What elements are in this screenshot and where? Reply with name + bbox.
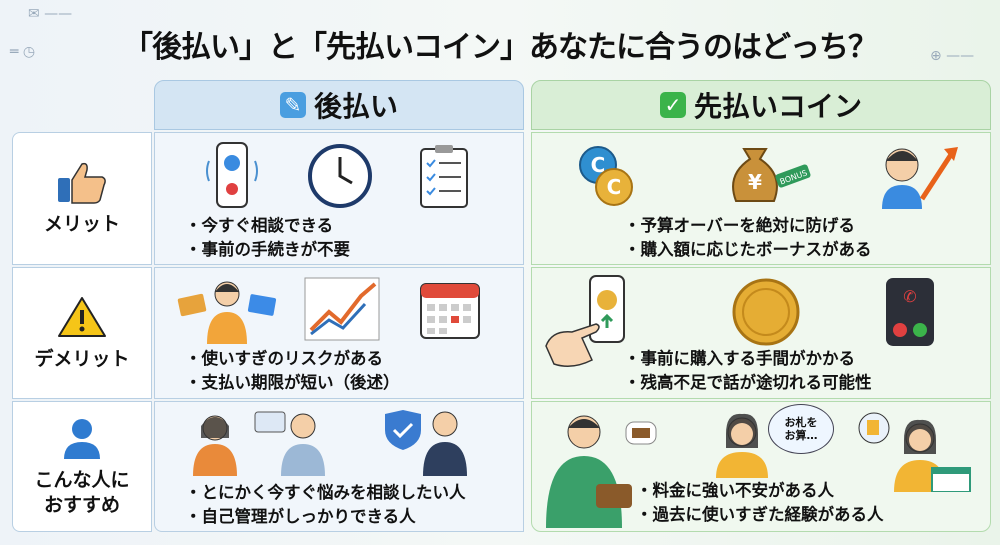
bullet-text: ・事前の手続きが不要 bbox=[185, 240, 350, 259]
thought-bubble: お札を お算… bbox=[768, 404, 834, 454]
column-header-label: 後払い bbox=[313, 90, 398, 123]
person-with-cards-illustration bbox=[177, 276, 277, 344]
thumbs-up-icon bbox=[58, 163, 106, 204]
row-label-text: メリット bbox=[43, 213, 120, 236]
clock-icon bbox=[307, 143, 373, 209]
smiling-person-arrow-illustration bbox=[872, 139, 962, 209]
check-mark-icon: ✓ bbox=[659, 92, 686, 118]
money-bag-bonus-icon: ¥BONUS bbox=[722, 139, 812, 209]
bullet-text: ・残高不足で話が途切れる可能性 bbox=[624, 373, 872, 392]
calendar-icon bbox=[419, 278, 481, 340]
bullet-text: ・支払い期限が短い（後述） bbox=[185, 373, 400, 392]
column-header-prepaid-coin: ✓ 先払いコイン bbox=[531, 80, 991, 130]
thought-text: お札を bbox=[784, 416, 818, 429]
bullet-text: ・事前に購入する手間がかかる bbox=[624, 349, 855, 368]
cell-atobarai-merit: ・今すぐ相談できる ・事前の手続きが不要 bbox=[154, 132, 524, 265]
rising-chart-icon bbox=[303, 274, 383, 342]
svg-text:C: C bbox=[591, 153, 606, 177]
consultation-illustration bbox=[185, 408, 335, 476]
cell-atobarai-demerit: ・使いすぎのリスクがある ・支払い期限が短い（後述） bbox=[154, 267, 524, 399]
row-label-line: こんな人に bbox=[34, 468, 130, 491]
row-label-text: こんな人におすすめ bbox=[34, 468, 129, 517]
bullet-text: ・とにかく今すぐ悩みを相談したい人 bbox=[185, 483, 466, 502]
checklist-icon bbox=[417, 143, 471, 209]
svg-text:✆: ✆ bbox=[903, 287, 916, 306]
bullet-text: ・今すぐ相談できる bbox=[185, 216, 334, 235]
bullet-text: ・予算オーバーを絶対に防げる bbox=[624, 216, 855, 235]
pen-icon: ✎ bbox=[279, 92, 306, 118]
cell-coin-demerit: ✆ ・事前に購入する手間がかかる ・残高不足で話が途切れる可能性 bbox=[531, 267, 991, 399]
row-label-recommended: こんな人におすすめ bbox=[12, 401, 152, 532]
column-header-label: 先払いコイン bbox=[693, 90, 862, 123]
person-with-document-illustration bbox=[856, 410, 976, 492]
clock-icon: ═ ◷ bbox=[10, 44, 36, 60]
column-header-atobarai: ✎ 後払い bbox=[154, 80, 524, 130]
bullet-text: ・過去に使いすぎた経験がある人 bbox=[636, 505, 884, 524]
page-title: 「後払い」と「先払いコイン」あなたに合うのはどっち？ bbox=[123, 30, 878, 65]
mail-icon: ✉ —— bbox=[28, 6, 73, 22]
bullet-text: ・料金に強い不安がある人 bbox=[636, 481, 834, 500]
person-icon bbox=[64, 418, 100, 459]
svg-text:C: C bbox=[607, 175, 622, 199]
businessman-with-shield-illustration bbox=[375, 408, 475, 476]
thought-text: お算… bbox=[784, 429, 818, 442]
row-label-text: デメリット bbox=[34, 347, 130, 370]
bullet-text: ・自己管理がしっかりできる人 bbox=[185, 507, 416, 526]
smartphone-call-icon bbox=[205, 141, 259, 211]
svg-text:¥: ¥ bbox=[748, 170, 762, 194]
row-label-line: おすすめ bbox=[43, 493, 120, 516]
bullet-text: ・購入額に応じたボーナスがある bbox=[624, 240, 872, 259]
cell-coin-recommended: お札を お算… ・料金に強い不安がある人 ・過去に使いすぎた経験がある人 bbox=[531, 401, 991, 532]
row-label-merit: メリット bbox=[12, 132, 152, 265]
gold-coin-icon bbox=[730, 276, 802, 348]
worried-woman-illustration bbox=[712, 408, 772, 478]
warning-icon bbox=[58, 296, 106, 337]
globe-icon: ⊕ —— bbox=[930, 48, 975, 64]
row-label-demerit: デメリット bbox=[12, 267, 152, 399]
cell-atobarai-recommended: ・とにかく今すぐ悩みを相談したい人 ・自己管理がしっかりできる人 bbox=[154, 401, 524, 532]
hand-tapping-phone-illustration bbox=[542, 274, 642, 374]
bullet-text: ・使いすぎのリスクがある bbox=[185, 349, 383, 368]
phone-call-ended-icon: ✆ bbox=[882, 276, 938, 348]
person-with-wallet-illustration bbox=[540, 408, 660, 528]
